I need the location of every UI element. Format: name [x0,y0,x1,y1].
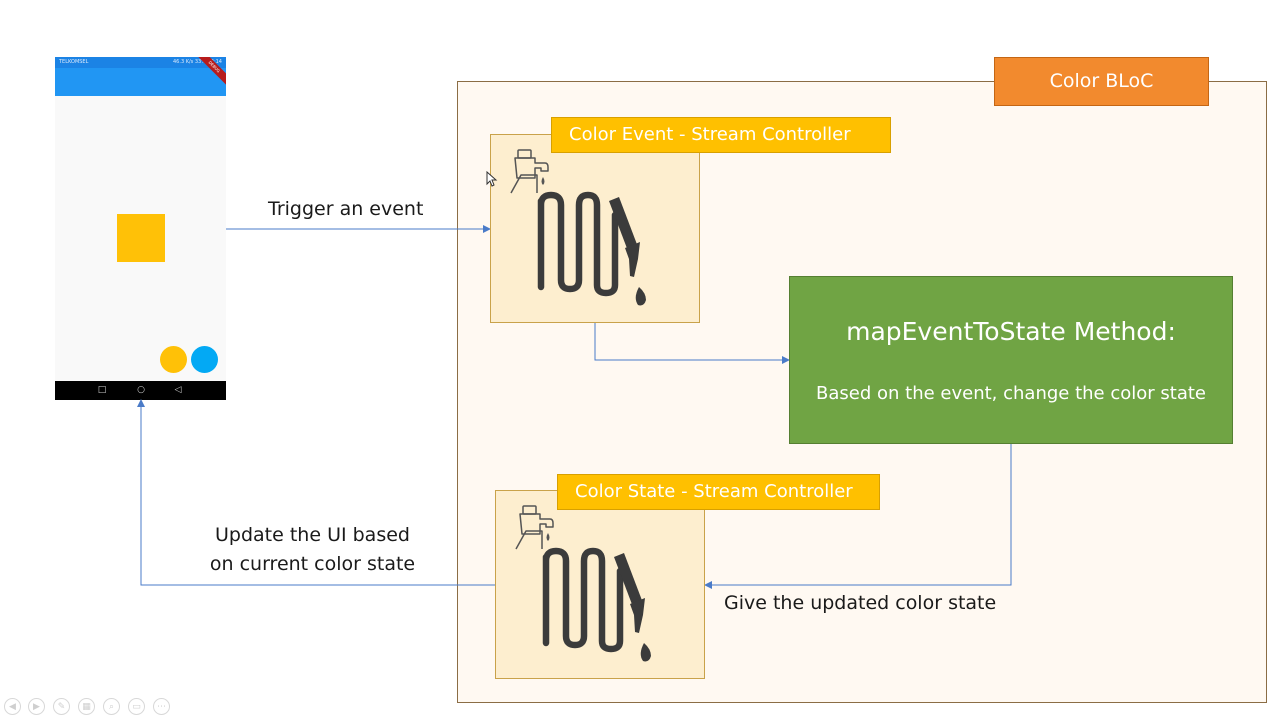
status-carrier: TELKOMSEL [59,59,89,65]
mouse-cursor-icon [486,171,498,187]
next-slide-icon[interactable]: ▶ [28,698,45,715]
square-icon[interactable]: □ [97,385,107,395]
event-stream-controller [490,134,700,323]
bloc-title: Color BLoC [994,57,1209,106]
method-description: Based on the event, change the color sta… [816,383,1206,404]
amber-color-button[interactable] [160,346,187,373]
color-square [117,214,165,262]
faucet-pipe-icon [510,149,646,306]
zoom-icon[interactable]: ⌕ [103,698,120,715]
circle-icon[interactable]: ○ [137,385,145,395]
event-to-method-arrow [594,323,790,364]
update-ui-label-line2: on current color state [209,553,416,575]
method-to-state-arrow [704,444,1012,589]
blue-color-button[interactable] [191,346,218,373]
state-to-ui-arrow [137,399,495,586]
phone-app-bar [55,68,226,96]
triangle-back-icon[interactable]: ◁ [174,385,182,395]
state-controller-title: Color State - Stream Controller [557,474,880,510]
subtitles-icon[interactable]: ▭ [128,698,145,715]
phone-mockup: TELKOMSEL 46.3 K/s 33% 22:14 DEBUG □ ○ ◁ [55,57,226,400]
give-state-label: Give the updated color state [724,592,997,614]
faucet-pipe-icon [515,505,651,662]
previous-slide-icon[interactable]: ◀ [4,698,21,715]
map-event-to-state-box: mapEventToState Method: Based on the eve… [789,276,1233,444]
trigger-event-label: Trigger an event [268,198,424,220]
update-ui-label: Update the UI based on current color sta… [200,521,425,579]
update-ui-label-line1: Update the UI based [215,524,410,546]
phone-status-bar: TELKOMSEL 46.3 K/s 33% 22:14 [55,57,226,68]
status-indicators: 46.3 K/s 33% 22:14 [173,59,222,65]
android-nav-bar: □ ○ ◁ [55,381,226,400]
event-controller-title: Color Event - Stream Controller [551,117,891,153]
pen-icon[interactable]: ✎ [53,698,70,715]
method-title: mapEventToState Method: [846,317,1176,346]
slides-grid-icon[interactable]: ▦ [78,698,95,715]
state-stream-controller [495,490,705,679]
more-options-icon[interactable]: ⋯ [153,698,170,715]
